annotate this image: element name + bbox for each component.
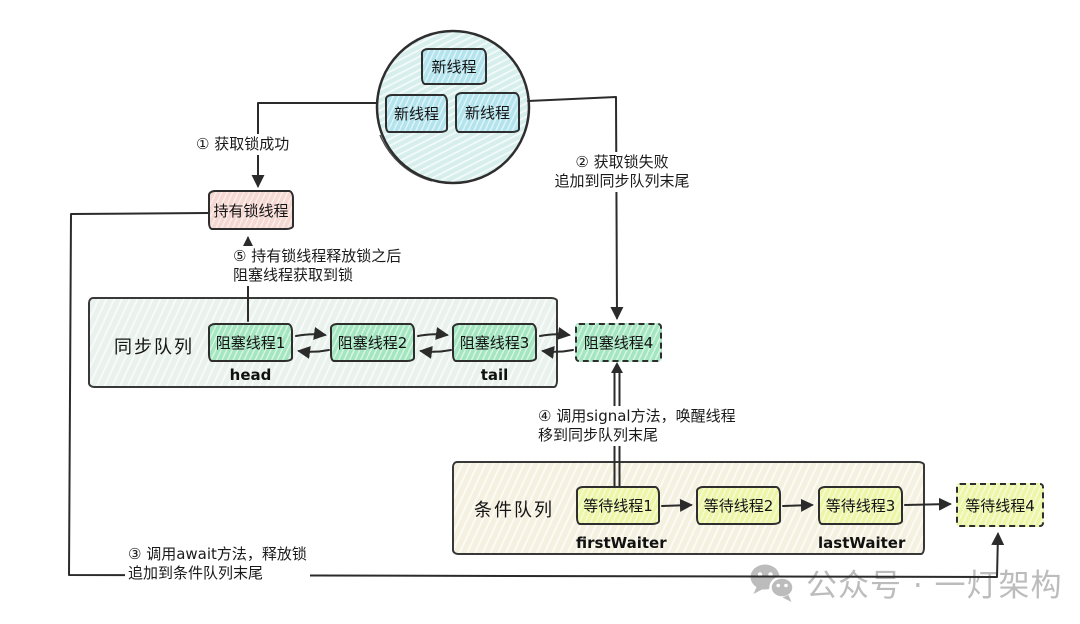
blocked-thread-box-4: 阻塞线程4 [575, 323, 662, 362]
arrow-blocked3-to-4 [539, 327, 571, 340]
step5-note-line1: ⑤ 持有锁线程释放锁之后 [233, 247, 402, 265]
step3-note-line2: 追加到条件队列末尾 [128, 564, 264, 582]
arrow-blocked3-to-2 [419, 346, 452, 359]
waiting-thread-box-1: 等待线程1 [576, 486, 660, 525]
tail-pointer-label: tail [480, 366, 509, 384]
arrow-step3 [68, 212, 1005, 578]
new-thread-label: 新线程 [393, 105, 439, 123]
waiting-thread-box-4: 等待线程4 [956, 483, 1044, 527]
new-thread-label: 新线程 [431, 58, 477, 76]
waiting-thread-box-3: 等待线程3 [818, 486, 903, 525]
step4-note-line1: ④ 调用signal方法，唤醒线程 [538, 407, 736, 425]
circle-sketch-stroke [379, 134, 433, 182]
blocked-thread-box-3: 阻塞线程3 [452, 323, 537, 362]
arrow-waiting2-to-3 [782, 498, 814, 512]
last-waiter-label: lastWaiter [818, 534, 906, 552]
step4-note-line2: 移到同步队列末尾 [538, 426, 659, 444]
arrow-waiting3-to-4 [904, 497, 952, 511]
waiting-thread-label: 等待线程3 [825, 497, 896, 515]
lock-holder-box: 持有锁线程 [208, 190, 294, 230]
waiting-thread-label: 等待线程1 [583, 497, 653, 515]
new-thread-box-2: 新线程 [385, 94, 448, 133]
first-waiter-label: firstWaiter [576, 534, 667, 552]
step3-note: ③ 调用await方法，释放锁 追加到条件队列末尾 [125, 544, 310, 584]
new-thread-box-3: 新线程 [455, 92, 520, 133]
blocked-thread-box-2: 阻塞线程2 [330, 323, 415, 362]
waiting-thread-box-2: 等待线程2 [696, 486, 781, 525]
step1-note: ① 获取锁成功 [193, 134, 293, 155]
watermark-text: 公众号 · 一灯架构 [806, 568, 1063, 604]
blocked-thread-label: 阻塞线程2 [337, 334, 408, 352]
new-threads-circle [375, 29, 531, 185]
step5-note: ⑤ 持有锁线程释放锁之后 阻塞线程获取到锁 [230, 246, 405, 286]
arrow-waiting1-to-2 [661, 498, 693, 512]
step2-note-line2: 追加到同步队列末尾 [554, 172, 690, 190]
step3-note-line1: ③ 调用await方法，释放锁 [128, 545, 307, 563]
step2-note-line1: ② 获取锁失败 [575, 153, 669, 171]
arrow-step1 [251, 102, 378, 188]
blocked-thread-box-1: 阻塞线程1 [208, 323, 293, 362]
blocked-thread-label: 阻塞线程3 [459, 334, 530, 352]
arrow-blocked2-to-1 [297, 346, 330, 359]
arrow-blocked2-to-3 [417, 327, 449, 340]
lock-holder-label: 持有锁线程 [213, 201, 289, 220]
arrow-blocked1-to-2 [295, 327, 327, 340]
waiting-thread-label: 等待线程2 [703, 497, 774, 515]
blocked-thread-label: 阻塞线程4 [583, 334, 654, 352]
sync-queue-label: 同步队列 [114, 337, 194, 358]
new-thread-box-1: 新线程 [421, 48, 487, 85]
step5-note-line2: 阻塞线程获取到锁 [233, 266, 354, 284]
step2-note: ② 获取锁失败 追加到同步队列末尾 [545, 152, 699, 192]
blocked-thread-label: 阻塞线程1 [215, 334, 286, 352]
head-pointer-label: head [229, 366, 272, 384]
arrow-blocked4-to-3 [541, 346, 574, 359]
step4-arrowhead [611, 362, 623, 373]
watermark: 公众号 · 一灯架构 [748, 560, 1063, 605]
step4-note: ④ 调用signal方法，唤醒线程 移到同步队列末尾 [535, 406, 739, 446]
condition-queue-label: 条件队列 [474, 500, 554, 521]
new-thread-label: 新线程 [464, 104, 510, 122]
waiting-thread-label: 等待线程4 [965, 496, 1035, 515]
arrow-step2 [527, 96, 624, 320]
